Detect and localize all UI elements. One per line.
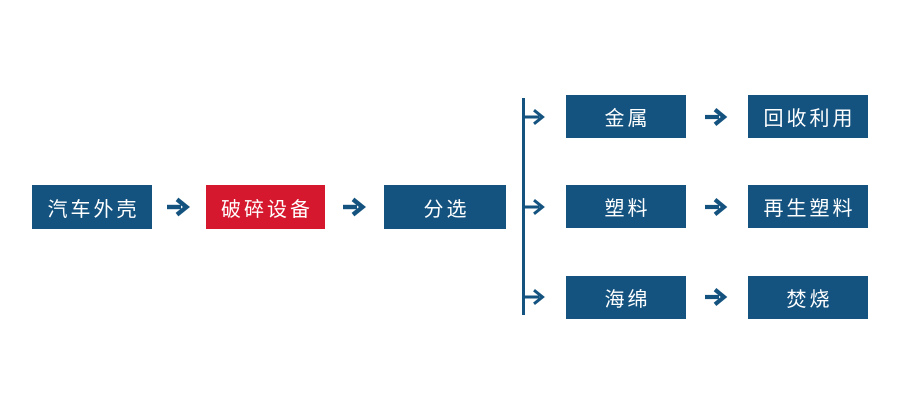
node-incineration: 焚烧 <box>748 276 868 319</box>
node-car-shell: 汽车外壳 <box>32 185 152 229</box>
node-sorting: 分选 <box>384 185 506 229</box>
arrow-right-icon <box>705 287 728 307</box>
arrow-right-icon <box>167 197 190 217</box>
branch-connector-line <box>522 98 525 315</box>
node-crushing-equipment: 破碎设备 <box>206 185 325 229</box>
branch-arrow-icon <box>524 199 545 215</box>
arrow-right-icon <box>705 107 728 127</box>
arrow-right-icon <box>705 197 728 217</box>
arrow-right-icon <box>343 197 366 217</box>
node-metal: 金属 <box>566 95 686 138</box>
node-sponge: 海绵 <box>566 276 686 319</box>
branch-arrow-icon <box>524 289 545 305</box>
node-recycling: 回收利用 <box>748 95 868 138</box>
node-recycled-plastic: 再生塑料 <box>748 185 868 228</box>
branch-arrow-icon <box>524 109 545 125</box>
node-plastic: 塑料 <box>566 185 686 228</box>
